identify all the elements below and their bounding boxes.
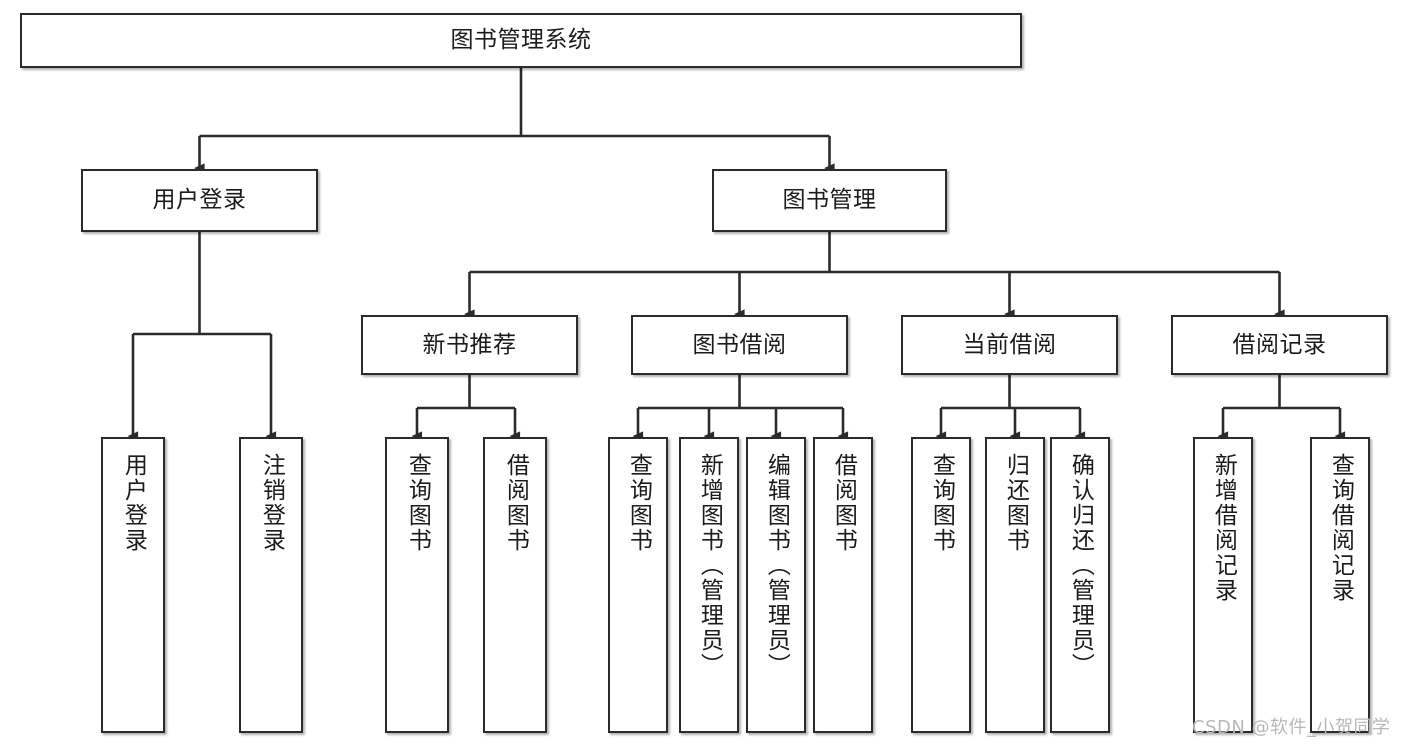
node-l-logout[interactable]: 注销登录 xyxy=(239,437,303,733)
node-label: 图书借阅 xyxy=(692,331,787,358)
node-label: 查询图书 xyxy=(404,453,431,553)
node-l-addrec[interactable]: 新增借阅记录 xyxy=(1193,437,1253,733)
node-label: 查询借阅记录 xyxy=(1327,453,1354,603)
node-l-q1[interactable]: 查询图书 xyxy=(385,437,449,733)
node-record[interactable]: 借阅记录 xyxy=(1171,315,1388,375)
node-l-qrec[interactable]: 查询借阅记录 xyxy=(1310,437,1370,733)
node-root[interactable]: 图书管理系统 xyxy=(20,13,1022,68)
node-label: 新书推荐 xyxy=(422,331,517,358)
node-bookmgmt[interactable]: 图书管理 xyxy=(712,169,947,232)
node-l-userlogin[interactable]: 用户登录 xyxy=(101,437,165,733)
node-l-edit[interactable]: 编辑图书（管理员） xyxy=(746,437,806,733)
node-label: 新增借阅记录 xyxy=(1210,453,1237,603)
node-l-add[interactable]: 新增图书（管理员） xyxy=(679,437,739,733)
node-l-q2[interactable]: 查询图书 xyxy=(608,437,668,733)
node-l-return[interactable]: 归还图书 xyxy=(985,437,1045,733)
node-label: 确认归还（管理员） xyxy=(1067,453,1094,678)
node-newbook[interactable]: 新书推荐 xyxy=(361,315,578,375)
node-label: 借阅图书 xyxy=(830,453,857,553)
csdn-watermark: CSDN @软件_小贺同学 xyxy=(1192,717,1391,738)
node-label: 用户登录 xyxy=(152,187,247,214)
node-label: 查询图书 xyxy=(928,453,955,553)
node-borrow[interactable]: 图书借阅 xyxy=(631,315,848,375)
node-label: 新增图书（管理员） xyxy=(696,453,723,678)
node-label: 查询图书 xyxy=(625,453,652,553)
node-current[interactable]: 当前借阅 xyxy=(901,315,1118,375)
node-label: 图书管理 xyxy=(782,187,877,214)
node-l-b2[interactable]: 借阅图书 xyxy=(813,437,873,733)
node-l-confirm[interactable]: 确认归还（管理员） xyxy=(1050,437,1110,733)
node-l-b1[interactable]: 借阅图书 xyxy=(483,437,547,733)
node-label: 用户登录 xyxy=(120,453,147,553)
node-label: 编辑图书（管理员） xyxy=(763,453,790,678)
node-label: 图书管理系统 xyxy=(450,27,592,54)
node-login[interactable]: 用户登录 xyxy=(81,169,318,232)
node-label: 当前借阅 xyxy=(962,331,1057,358)
node-label: 借阅图书 xyxy=(502,453,529,553)
node-l-q3[interactable]: 查询图书 xyxy=(911,437,971,733)
node-label: 借阅记录 xyxy=(1232,331,1327,358)
node-label: 归还图书 xyxy=(1002,453,1029,553)
node-label: 注销登录 xyxy=(258,453,285,553)
